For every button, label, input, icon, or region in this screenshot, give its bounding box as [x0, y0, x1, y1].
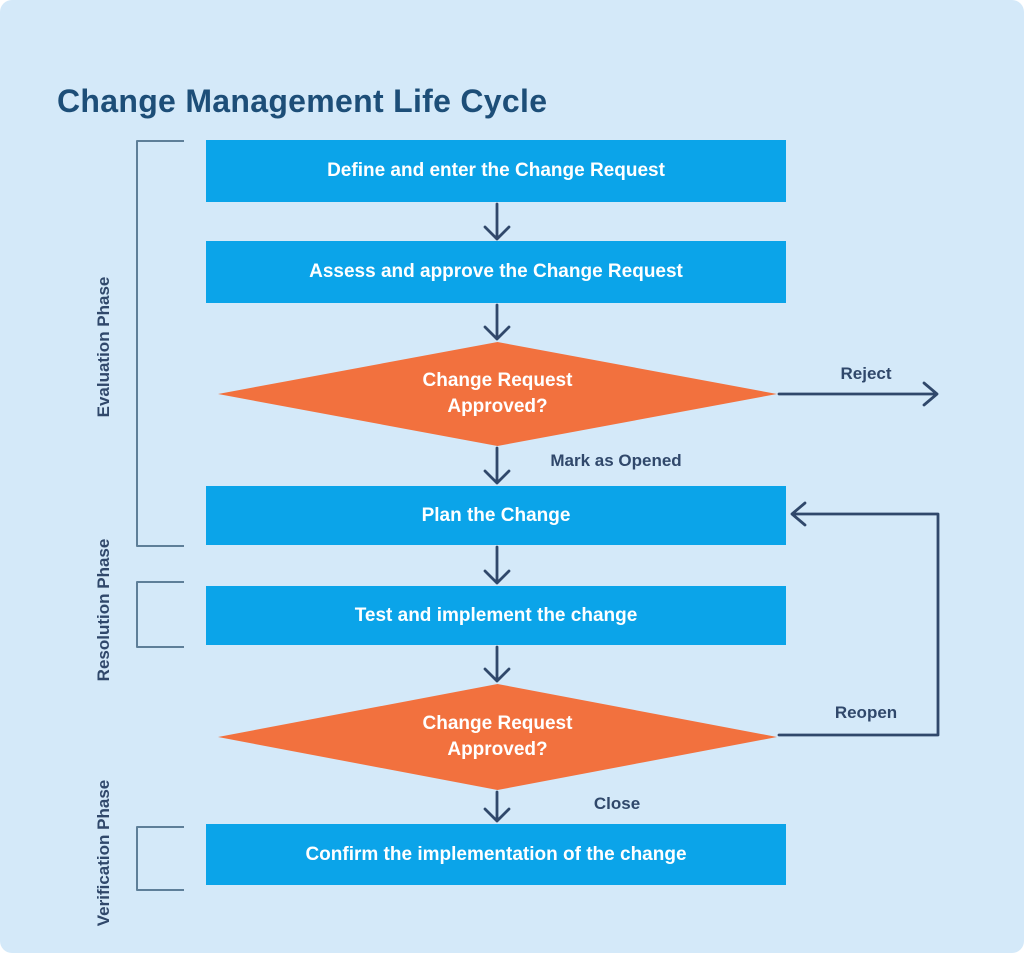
decision-change-request-approved-1: Change Request Approved?	[218, 342, 777, 446]
arrow-decision1-to-plan	[483, 446, 511, 485]
resolution-phase-bracket	[136, 581, 184, 648]
edge-label-close: Close	[593, 794, 641, 813]
arrow-reject	[777, 381, 939, 407]
decision-label: Change Request Approved?	[422, 712, 573, 760]
process-label: Define and enter the Change Request	[327, 160, 665, 181]
process-label: Plan the Change	[421, 504, 571, 526]
process-test-implement-change: Test and implement the change	[206, 586, 786, 645]
verification-phase-bracket	[136, 826, 184, 891]
phase-label-resolution: Resolution Phase	[94, 538, 113, 682]
decision-label: Change Request Approved?	[422, 369, 573, 417]
edge-label-reject: Reject	[840, 364, 892, 383]
evaluation-phase-bracket	[136, 140, 184, 547]
arrow-decision2-to-confirm	[483, 790, 511, 823]
process-label: Assess and approve the Change Request	[309, 261, 683, 282]
process-assess-approve-change-request: Assess and approve the Change Request	[206, 241, 786, 303]
arrow-reopen-loop	[777, 501, 940, 737]
process-confirm-implementation: Confirm the implementation of the change	[206, 824, 786, 885]
decision-change-request-approved-2: Change Request Approved?	[218, 684, 777, 790]
arrow-plan-to-test	[483, 545, 511, 585]
phase-label-verification: Verification Phase	[94, 779, 113, 927]
process-label: Test and implement the change	[354, 604, 638, 626]
process-define-change-request: Define and enter the Change Request	[206, 140, 786, 202]
phase-label-evaluation: Evaluation Phase	[94, 276, 113, 418]
arrow-define-to-assess	[483, 202, 511, 241]
diagram-title: Change Management Life Cycle	[57, 83, 548, 120]
edge-label-reopen: Reopen	[834, 703, 898, 722]
arrow-assess-to-decision1	[483, 303, 511, 341]
process-label: Confirm the implementation of the change	[305, 843, 687, 865]
process-plan-the-change: Plan the Change	[206, 486, 786, 545]
arrow-test-to-decision2	[483, 645, 511, 683]
edge-label-mark-as-opened: Mark as Opened	[550, 451, 682, 470]
